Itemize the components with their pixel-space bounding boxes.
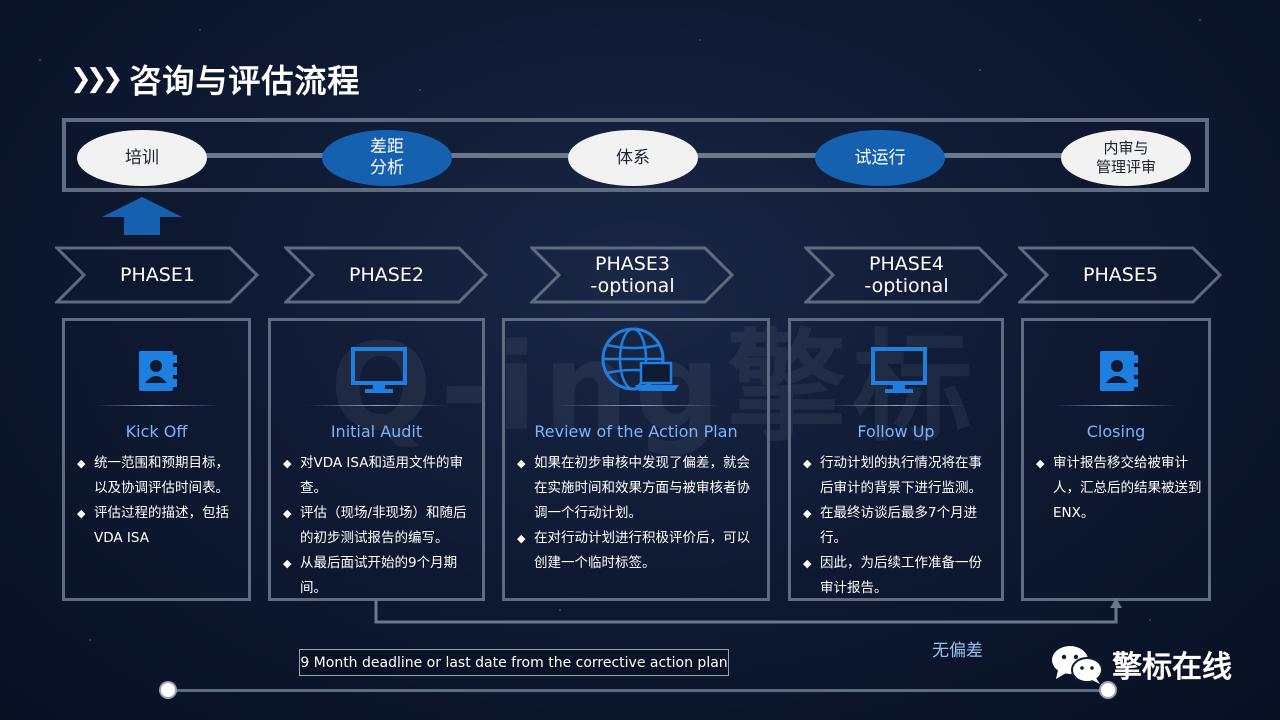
page-title: 咨询与评估流程 [129, 62, 361, 100]
phase-chevron-5: PHASE5 [1016, 246, 1223, 304]
phase-chevron-2: PHASE2 [282, 246, 489, 304]
panel-closing: Closing 审计报告移交给被审计人，汇总后的结果被送到ENX。 [1021, 318, 1211, 601]
phase-label: PHASE2 [349, 264, 424, 286]
panel-divider [555, 405, 720, 406]
no-deviation-connector [374, 598, 1122, 624]
panel-divider [307, 405, 447, 406]
bullet-list: 对VDA ISA和适用文件的审查。 评估（现场/非现场）和随后的初步测试报告的编… [283, 451, 476, 601]
chevron-shape [282, 246, 489, 304]
panel-divider [827, 405, 967, 406]
bullet-item: 因此，为后续工作准备一份审计报告。 [803, 551, 995, 601]
bullet-item: 评估（现场/非现场）和随后的初步测试报告的编写。 [283, 501, 476, 551]
panel-initial-audit: Initial Audit 对VDA ISA和适用文件的审查。 评估（现场/非现… [268, 318, 485, 601]
phase-label: PHASE3 -optional [590, 253, 675, 297]
chevron-shape [528, 246, 735, 304]
panel-heading: Review of the Action Plan [534, 422, 738, 441]
wechat-icon [1052, 646, 1103, 684]
panel-review-action-plan: Review of the Action Plan 如果在初步审核中发现了偏差，… [502, 318, 770, 601]
phase-chevron-4: PHASE4 -optional [802, 246, 1009, 304]
timeline-label: 培训 [125, 147, 159, 168]
title-row: ❯❯❯ 咨询与评估流程 [70, 56, 360, 102]
panel-follow-up: Follow Up 行动计划的执行情况将在事后审计的背景下进行监测。 在最终访谈… [788, 318, 1004, 601]
phase-label: PHASE4 -optional [864, 253, 949, 297]
panel-kick-off: Kick Off 统一范围和预期目标，以及协调评估时间表。 评估过程的描述，包括… [62, 318, 251, 601]
no-deviation-label: 无偏差 [932, 641, 983, 661]
bullet-item: 在对行动计划进行积极评价后，可以创建一个临时标签。 [517, 526, 761, 576]
contact-book-icon [139, 351, 177, 391]
chevrons-icon: ❯❯❯ [70, 64, 123, 94]
bullet-item: 统一范围和预期目标，以及协调评估时间表。 [77, 451, 242, 501]
chevron-shape [1016, 246, 1223, 304]
panel-divider [1054, 405, 1179, 406]
brand-name: 擎标在线 [1112, 650, 1232, 685]
phase-chevron-1: PHASE1 [53, 246, 260, 304]
panel-heading: Kick Off [125, 422, 188, 441]
bullet-list: 如果在初步审核中发现了偏差，就会在实施时间和效果方面与被审核者协调一个行动计划。… [517, 451, 761, 576]
up-arrow-icon [102, 197, 182, 235]
timeline-step-training: 培训 [77, 130, 207, 186]
panel-heading: Initial Audit [330, 422, 423, 441]
bullet-item: 审计报告移交给被审计人，汇总后的结果被送到ENX。 [1036, 451, 1202, 526]
bullet-item: 行动计划的执行情况将在事后审计的背景下进行监测。 [803, 451, 995, 501]
timeline-start-dot [159, 681, 177, 699]
phase-chevron-3: PHASE3 -optional [528, 246, 735, 304]
timeline-step-system: 体系 [568, 130, 698, 186]
timeline-end-dot [1099, 681, 1117, 699]
timeline-label: 体系 [616, 147, 650, 168]
chevron-shape [802, 246, 1009, 304]
timeline-label: 差距 分析 [370, 137, 404, 178]
timeline-step-trial-run: 试运行 [815, 130, 945, 186]
timeline-frame [62, 118, 1209, 192]
phase-label: PHASE1 [120, 264, 195, 286]
timeline-label: 内审与 管理评审 [1095, 139, 1156, 176]
bullet-item: 如果在初步审核中发现了偏差，就会在实施时间和效果方面与被审核者协调一个行动计划。 [517, 451, 761, 526]
panel-divider [95, 405, 220, 406]
bullet-item: 在最终访谈后最多7个月进行。 [803, 501, 995, 551]
bullet-list: 审计报告移交给被审计人，汇总后的结果被送到ENX。 [1036, 451, 1202, 526]
brand: 擎标在线 [1050, 642, 1232, 686]
bullet-item: 从最后面试开始的9个月期间。 [283, 551, 476, 601]
phase-label: PHASE5 [1083, 264, 1158, 286]
globe-laptop-icon [601, 327, 679, 391]
timeline-label: 试运行 [854, 147, 906, 168]
bottom-timeline-line [168, 689, 1108, 692]
bullet-item: 对VDA ISA和适用文件的审查。 [283, 451, 476, 501]
deadline-box: 9 Month deadline or last date from the c… [299, 649, 729, 676]
contact-book-icon [1100, 351, 1138, 391]
bullet-item: 评估过程的描述，包括VDA ISA [77, 501, 242, 551]
timeline-step-gap-analysis: 差距 分析 [322, 130, 452, 186]
panel-heading: Closing [1086, 422, 1146, 441]
bullet-list: 行动计划的执行情况将在事后审计的背景下进行监测。 在最终访谈后最多7个月进行。 … [803, 451, 995, 601]
chevron-shape [53, 246, 260, 304]
timeline-step-internal-audit: 内审与 管理评审 [1061, 130, 1191, 186]
panel-heading: Follow Up [857, 422, 935, 441]
monitor-icon [871, 347, 927, 393]
bullet-list: 统一范围和预期目标，以及协调评估时间表。 评估过程的描述，包括VDA ISA [77, 451, 242, 551]
monitor-icon [351, 347, 407, 393]
